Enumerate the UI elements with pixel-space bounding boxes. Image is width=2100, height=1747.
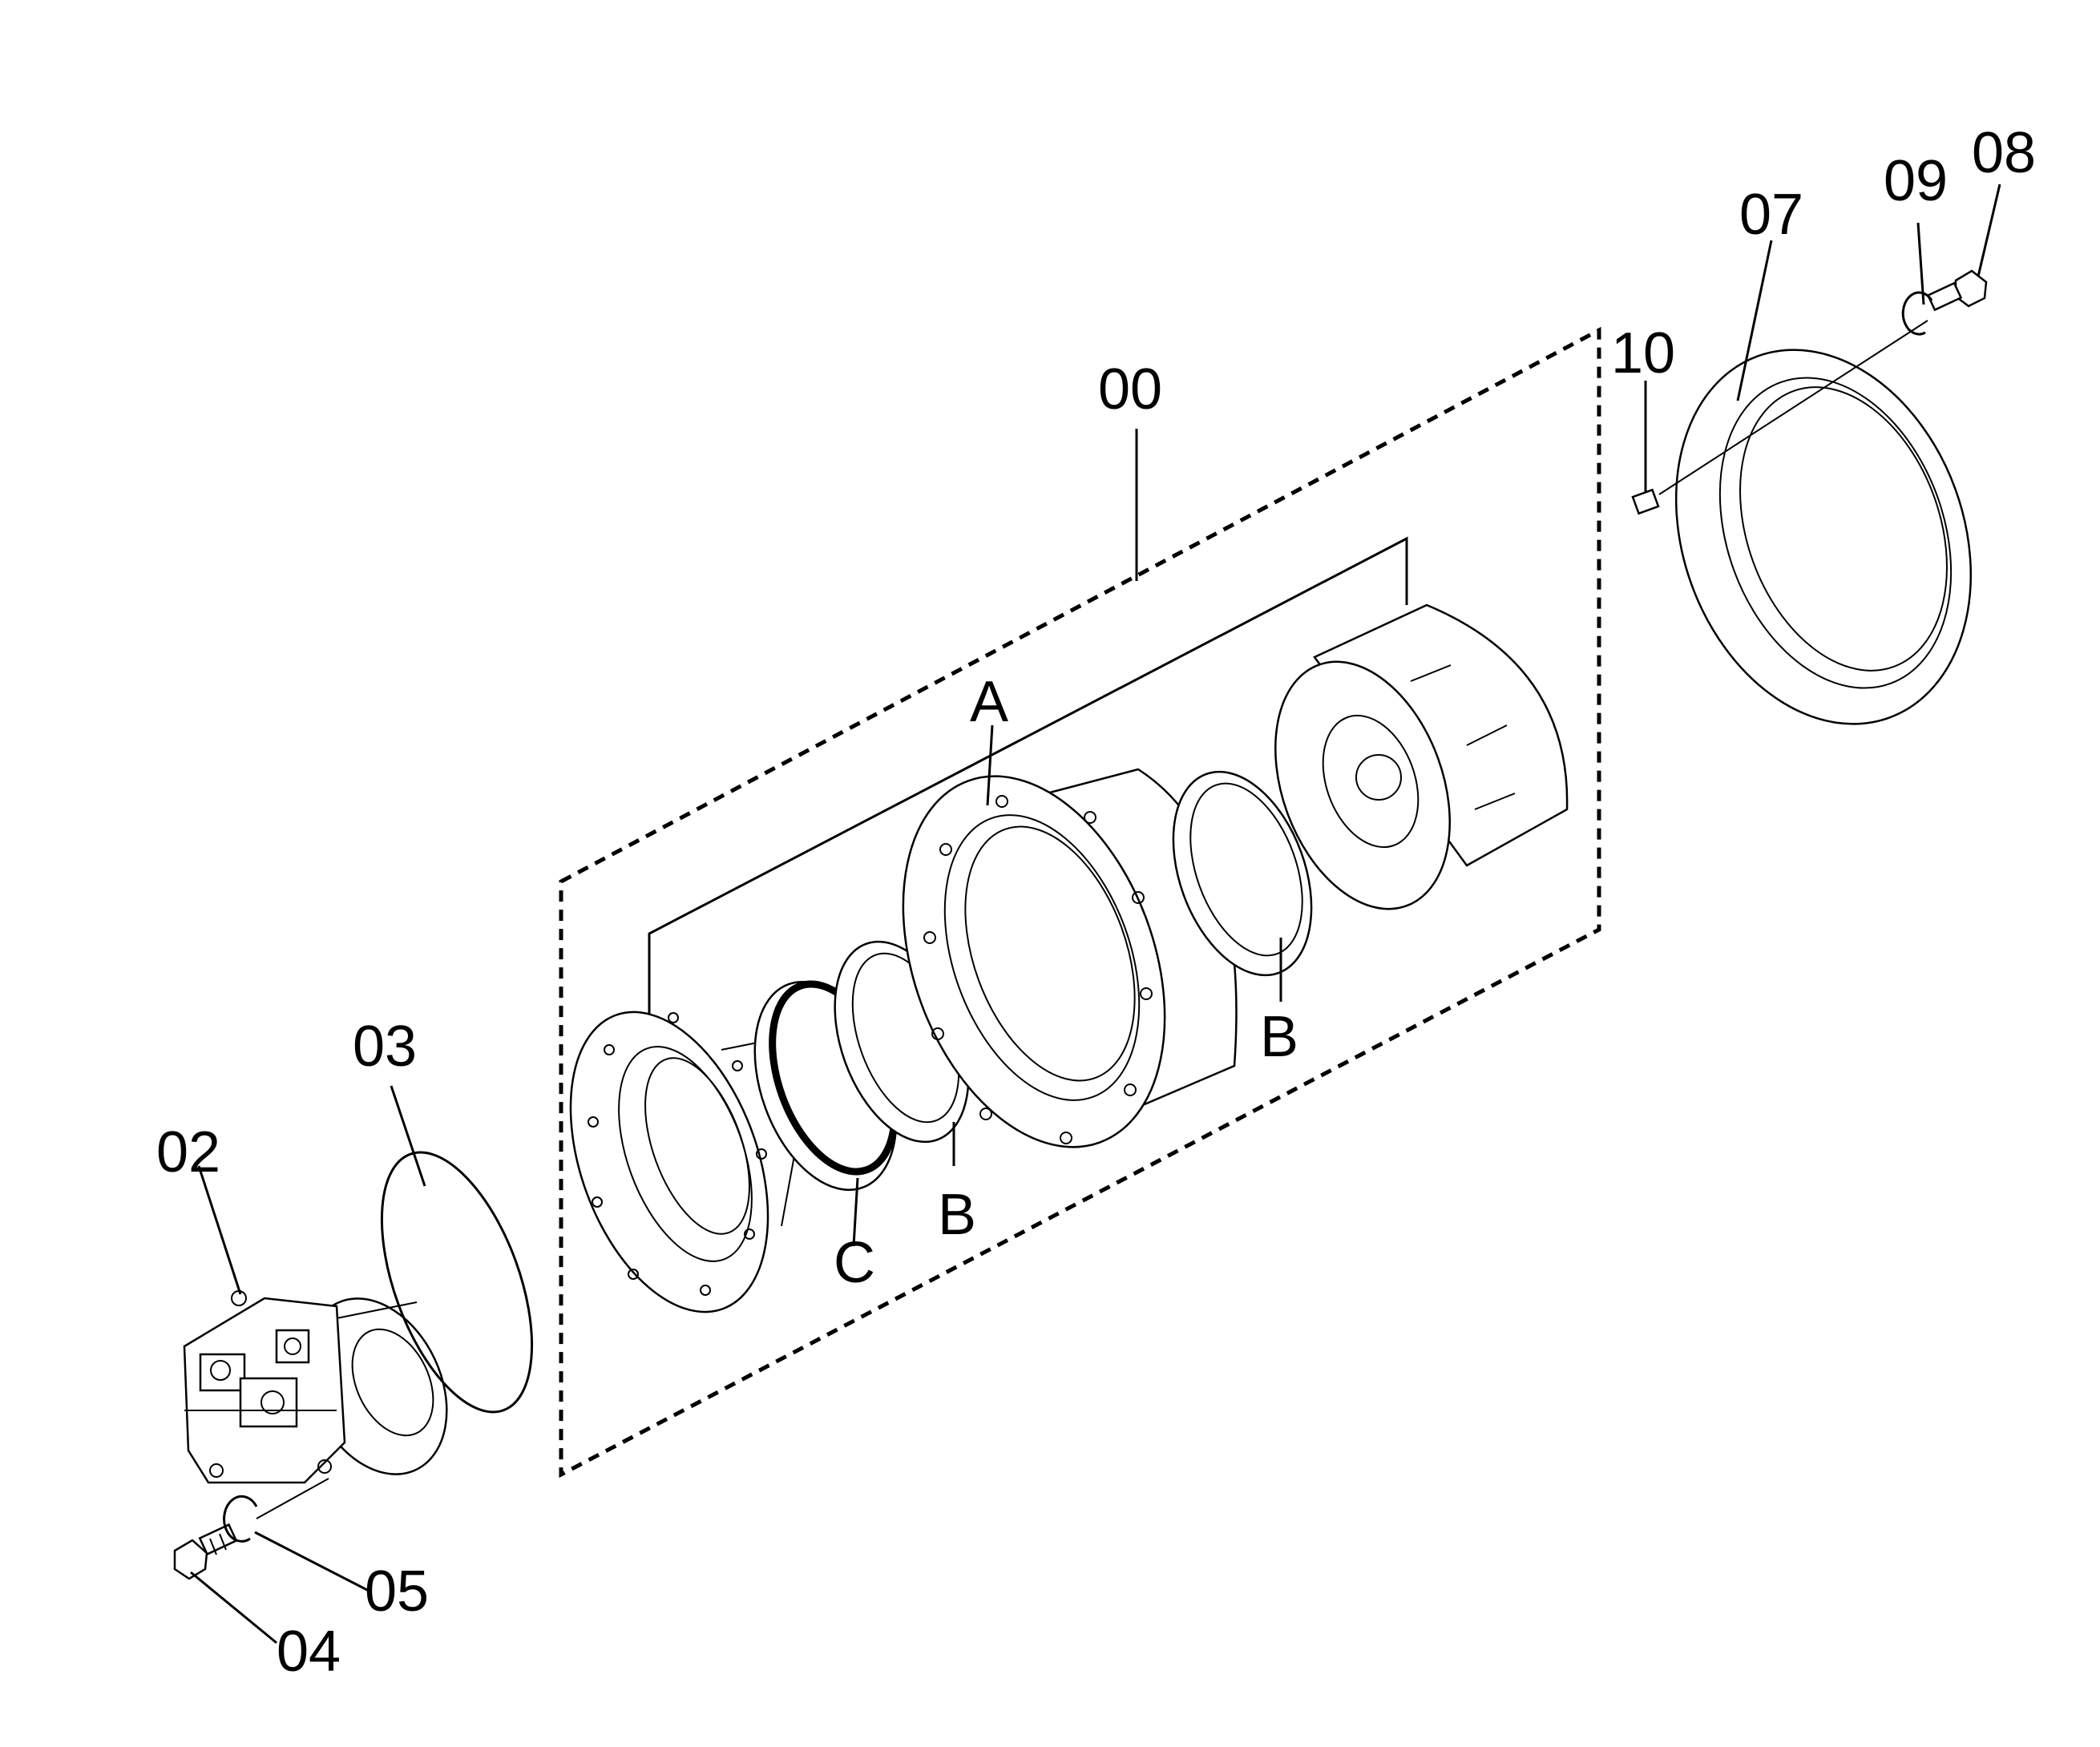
callout-03: 03 bbox=[353, 1015, 417, 1079]
callout-05: 05 bbox=[365, 1559, 429, 1624]
lock-washer-05 bbox=[223, 1495, 258, 1543]
sprocket-07 bbox=[1674, 349, 1973, 725]
callout-b-left: B bbox=[938, 1183, 976, 1247]
centre-line-sprocket bbox=[1658, 320, 1928, 495]
callout-09: 09 bbox=[1884, 149, 1948, 213]
reduction-gear-drum bbox=[1274, 603, 1569, 910]
callout-b-right: B bbox=[1260, 1005, 1298, 1069]
callout-08: 08 bbox=[1972, 121, 2036, 185]
callout-07: 07 bbox=[1739, 183, 1803, 247]
bearing-b-right-inner bbox=[1189, 782, 1303, 957]
callout-00: 00 bbox=[1098, 357, 1162, 422]
leader-lines bbox=[190, 184, 2001, 1644]
callout-c: C bbox=[834, 1231, 875, 1295]
assembly-boundary-00 bbox=[559, 326, 1601, 1479]
callout-10: 10 bbox=[1611, 321, 1675, 385]
pin-10 bbox=[1631, 488, 1660, 515]
bolt-08 bbox=[1926, 269, 1988, 312]
callout-04: 04 bbox=[277, 1620, 341, 1684]
o-ring-03 bbox=[380, 1151, 534, 1414]
callout-02: 02 bbox=[156, 1120, 220, 1184]
bearing-b-right bbox=[1172, 770, 1313, 977]
centre-line-motor bbox=[256, 1478, 329, 1519]
assembly-bracket-00 bbox=[648, 429, 1408, 1018]
travel-motor-02 bbox=[183, 1290, 448, 1484]
callout-a: A bbox=[970, 670, 1008, 734]
